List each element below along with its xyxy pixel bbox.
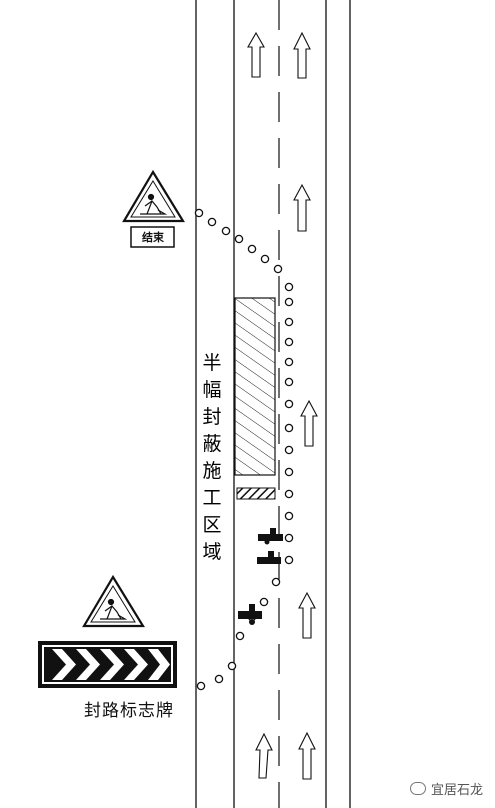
work-zone-label-char: 封	[202, 406, 222, 428]
arrow-up-icon	[300, 399, 318, 447]
work-zone-label: 半 幅 封 蔽 施 工 区 域	[200, 354, 224, 570]
arrow-up-icon	[298, 591, 316, 639]
chevron-board	[38, 641, 177, 688]
arrow-up-icon	[298, 731, 316, 780]
worker-icon	[100, 598, 128, 620]
roadwork-end-sign	[122, 169, 185, 248]
arrow-up-icon	[293, 31, 311, 79]
warning-lamp-icon	[258, 528, 283, 541]
lane-arrows	[247, 31, 318, 780]
warning-lamps	[238, 528, 283, 625]
warning-lamp-icon	[257, 551, 281, 564]
work-zone-label-char: 蔽	[202, 433, 222, 455]
work-zone-label-char: 域	[202, 541, 222, 563]
arrow-up-icon	[247, 31, 265, 78]
closure-sign-caption: 封路标志牌	[84, 701, 174, 721]
barrier-block	[236, 487, 276, 500]
work-zone-label-char: 幅	[202, 379, 222, 401]
arrow-up-icon	[293, 183, 311, 232]
work-zone-label-char: 区	[202, 514, 222, 536]
wechat-icon	[409, 782, 426, 795]
roadwork-warning-sign	[82, 574, 145, 628]
traffic-cones	[194, 208, 294, 691]
warning-lamp-icon	[238, 604, 262, 619]
arrow-up-icon	[255, 732, 273, 779]
work-zone-area	[234, 297, 276, 476]
end-sign-label: 结束	[142, 231, 164, 244]
watermark: 宜居石龙	[409, 779, 483, 798]
watermark-text: 宜居石龙	[430, 783, 483, 798]
work-zone-label-char: 半	[202, 352, 222, 374]
work-zone-label-char: 施	[202, 460, 222, 482]
worker-icon	[140, 193, 168, 215]
chevron-right-icon	[52, 649, 170, 680]
work-zone-label-char: 工	[202, 487, 222, 509]
